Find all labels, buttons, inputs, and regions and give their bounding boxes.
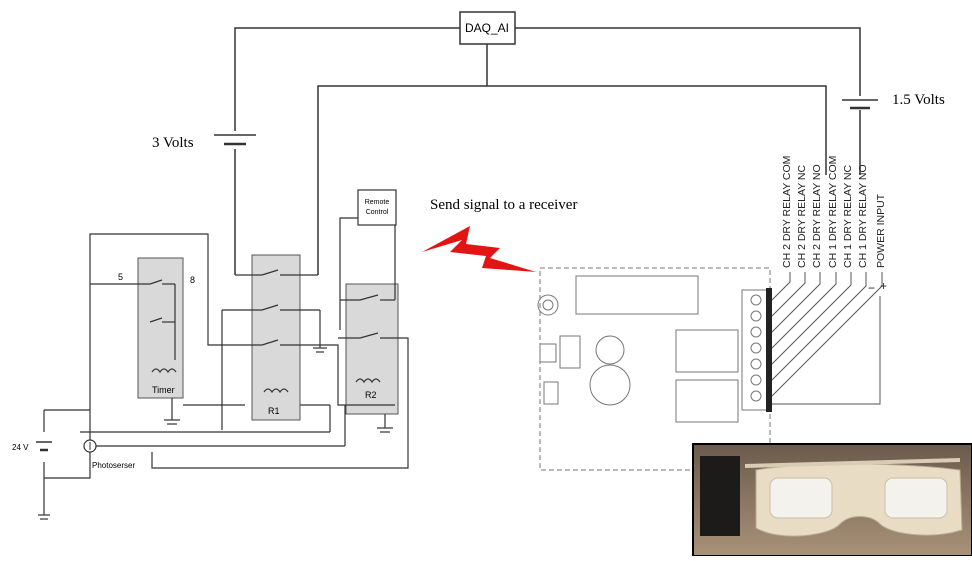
- remote-label-line1: Remote: [365, 199, 390, 206]
- shutter-glasses-photo: [692, 443, 972, 557]
- r2-relay-block: [345, 283, 399, 415]
- terminal-label: CH 2 DRY RELAY NO: [811, 164, 823, 268]
- remote-label-line2: Control: [366, 209, 389, 216]
- terminal-label: CH 1 DRY RELAY NO: [857, 164, 869, 268]
- pin-5-label: 5: [118, 272, 123, 282]
- terminal-block: [766, 288, 772, 412]
- terminal-label: CH 2 DRY RELAY NC: [796, 164, 808, 268]
- relay-circuit: 24 V Photoserser 5 8 Timer R1 R2: [12, 217, 409, 520]
- supply-battery: [36, 441, 52, 452]
- photosensor-icon: [83, 439, 97, 453]
- terminal-label: CH 1 DRY RELAY NC: [842, 164, 854, 268]
- photosensor-label: Photoserser: [92, 461, 135, 470]
- daq-label: DAQ_AI: [465, 21, 509, 35]
- terminal-label: CH 1 DRY RELAY COM: [827, 156, 839, 268]
- terminal-label: POWER INPUT: [875, 193, 887, 268]
- battery-1-5v: [842, 96, 878, 110]
- wireless-signal-icon: [422, 226, 536, 272]
- volts-left-label: 3 Volts: [152, 135, 194, 151]
- terminal-label: CH 2 DRY RELAY COM: [781, 156, 793, 268]
- receiver-board: [537, 267, 771, 471]
- battery-3v: [214, 131, 256, 149]
- pin-8-label: 8: [190, 275, 195, 285]
- daq-box: DAQ_AI: [459, 11, 516, 45]
- terminal-wires: [771, 272, 883, 405]
- supply-label: 24 V: [12, 443, 29, 452]
- plus-label: +: [880, 279, 887, 293]
- send-signal-label: Send signal to a receiver: [430, 197, 577, 213]
- top-wiring: [234, 27, 861, 275]
- timer-relay-block: [137, 257, 184, 399]
- remote-control-box: Remote Control: [357, 189, 397, 226]
- r2-label: R2: [365, 390, 377, 400]
- timer-label: Timer: [152, 385, 175, 395]
- r1-relay-block: [251, 254, 301, 421]
- minus-label: −: [868, 281, 875, 295]
- r1-label: R1: [268, 406, 280, 416]
- volts-right-label: 1.5 Volts: [892, 92, 945, 108]
